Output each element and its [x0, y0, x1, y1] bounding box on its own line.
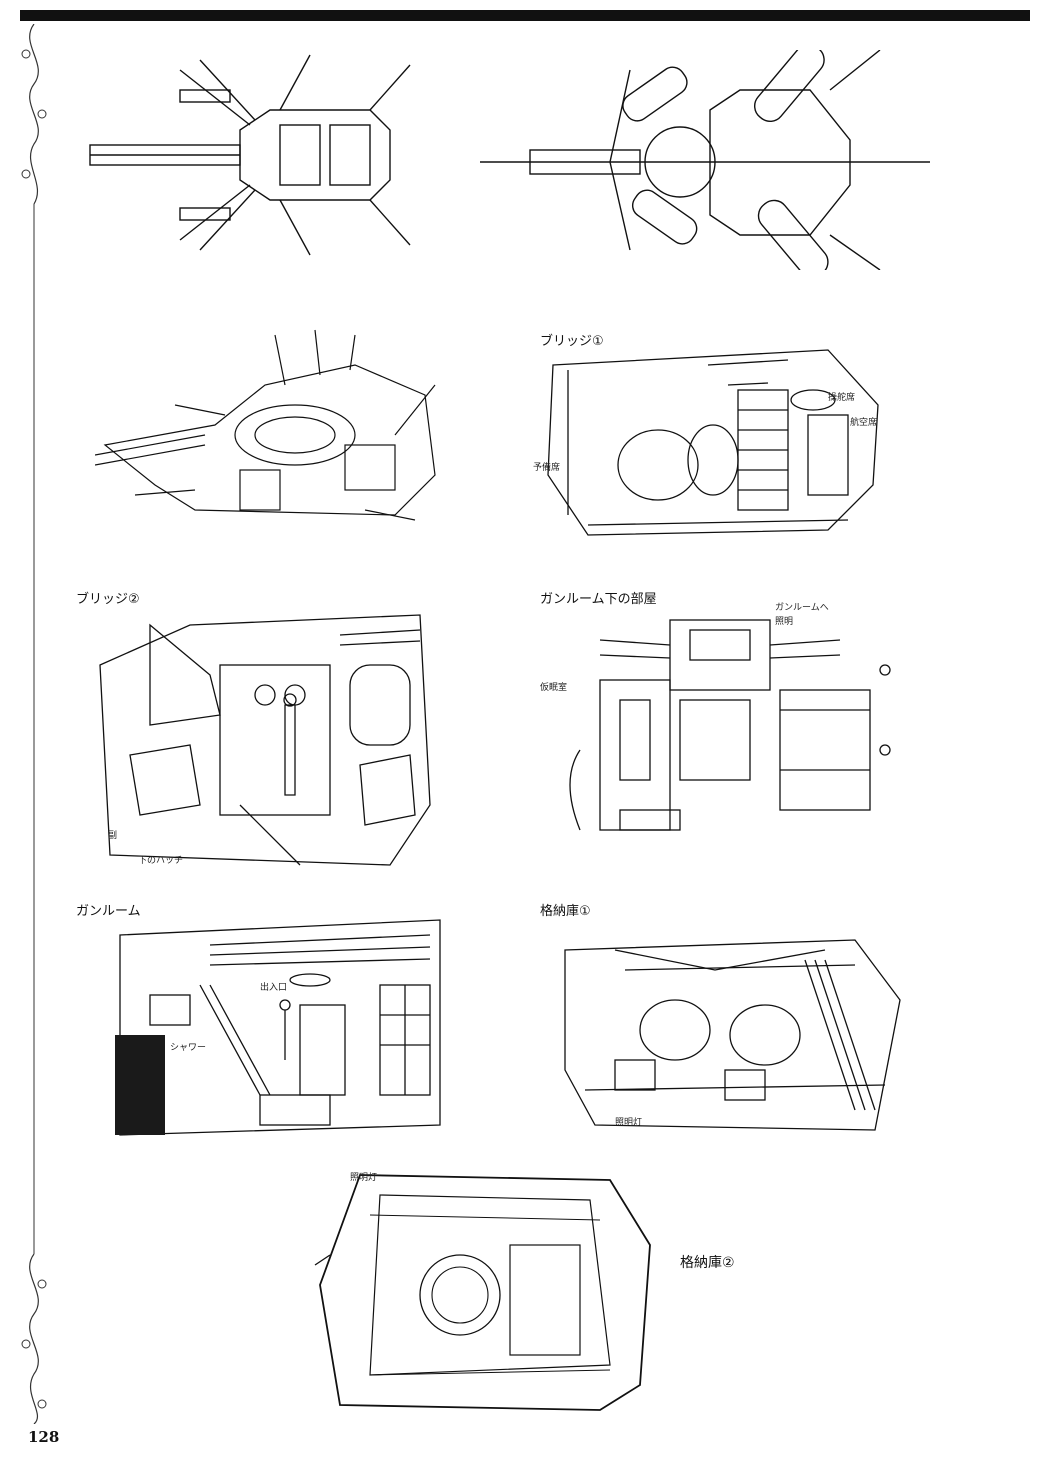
- gunroom-caption: ガンルーム: [76, 904, 141, 919]
- page-number: 128: [28, 1428, 60, 1446]
- ship-cutaway-illustration: [95, 295, 445, 545]
- hangar-2-caption: 格納庫②: [680, 1255, 735, 1271]
- bridge-1-illustration: 操舵席 航空席 予備席: [528, 345, 888, 540]
- bridge-2-caption: ブリッジ②: [76, 592, 140, 607]
- room-below-gunroom-illustration: ガンルームへ 照明 仮眠室: [540, 600, 900, 865]
- bridge-1-caption: ブリッジ①: [540, 334, 604, 349]
- svg-text:仮眠室: 仮眠室: [540, 681, 567, 693]
- svg-text:出入口: 出入口: [260, 981, 287, 993]
- svg-text:照明灯: 照明灯: [615, 1117, 642, 1128]
- svg-text:副: 副: [108, 830, 117, 841]
- ship-top-view-illustration: [80, 50, 440, 260]
- svg-text:予備席: 予備席: [533, 461, 560, 473]
- top-border-bar: [20, 10, 1030, 21]
- svg-text:航空席: 航空席: [850, 416, 877, 428]
- ship-alternate-view-illustration: [480, 50, 930, 270]
- svg-text:下のハッチ: 下のハッチ: [138, 855, 183, 866]
- hangar-1-caption: 格納庫①: [540, 904, 591, 919]
- room-below-gunroom-caption: ガンルーム下の部屋: [540, 592, 657, 607]
- hangar-1-illustration: 照明灯: [555, 910, 910, 1140]
- decorative-vine-border: [14, 23, 54, 1425]
- svg-text:シャワー: シャワー: [170, 1043, 206, 1053]
- svg-text:ガンルームへ: ガンルームへ: [775, 602, 829, 613]
- hangar-2-illustration: 照明灯: [310, 1165, 655, 1420]
- svg-text:操舵席: 操舵席: [828, 391, 855, 403]
- svg-text:照明: 照明: [775, 616, 793, 627]
- svg-text:照明灯: 照明灯: [350, 1172, 377, 1183]
- gunroom-illustration: 出入口 シャワー: [110, 915, 450, 1140]
- bridge-2-illustration: 副 下のハッチ: [90, 605, 450, 870]
